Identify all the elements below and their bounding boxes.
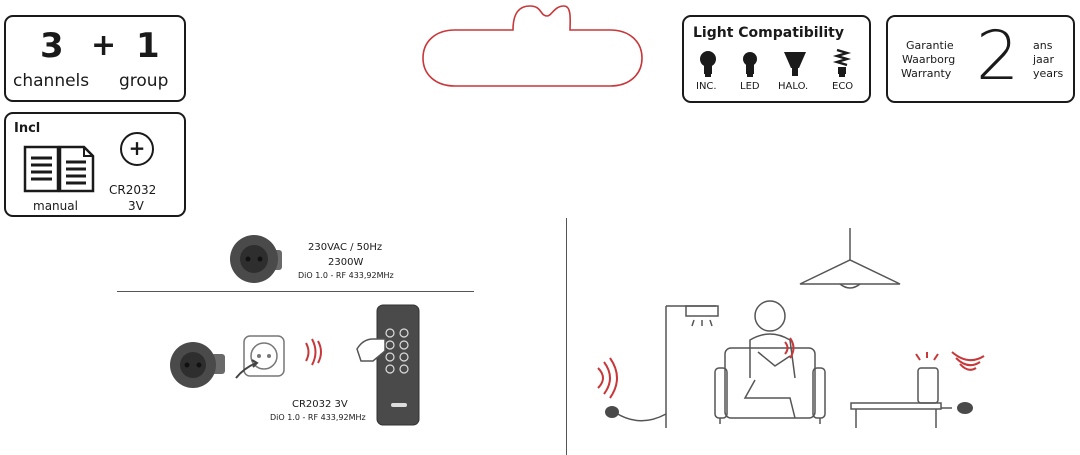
channels-count: 3 <box>40 26 64 66</box>
wall-socket-icon <box>235 335 285 379</box>
warranty-nl: Waarborg <box>902 53 956 66</box>
bulb-label-led: LED <box>740 81 760 92</box>
remote-protocol-spec: DiO 1.0 - RF 433,92MHz <box>270 413 366 422</box>
battery-label-line1: CR2032 <box>109 183 157 197</box>
remote-control-image <box>356 304 420 426</box>
warranty-box: Garantie Waarborg Warranty 2 ans jaar ye… <box>886 15 1075 103</box>
incandescent-bulb-icon <box>700 51 716 77</box>
manual-book-icon <box>23 145 95 193</box>
battery-plus-symbol: + <box>128 136 146 160</box>
warranty-fr: Garantie <box>906 39 954 52</box>
plus-sign: + <box>91 28 117 63</box>
plug-power-spec: 2300W <box>328 257 364 268</box>
bulb-label-inc: INC. <box>696 81 717 92</box>
incl-title: Incl <box>14 121 41 136</box>
manual-label: manual <box>33 199 78 213</box>
warranty-ans: ans <box>1033 39 1053 52</box>
cloud-outline-decoration <box>422 5 643 87</box>
warranty-years: years <box>1033 67 1064 80</box>
smart-plug-image <box>230 235 282 283</box>
warranty-jaar: jaar <box>1033 53 1055 66</box>
bulb-label-halo: HALO. <box>778 81 809 92</box>
eco-bulb-icon <box>832 48 852 77</box>
halogen-bulb-icon <box>784 52 806 76</box>
warranty-years-number: 2 <box>976 17 1020 96</box>
channels-group-box: 3 + 1 channels group <box>4 15 186 102</box>
plug-protocol-spec: DiO 1.0 - RF 433,92MHz <box>298 271 394 280</box>
smart-plug-small-image <box>170 342 225 388</box>
channels-label: channels <box>13 71 90 91</box>
warranty-en: Warranty <box>901 67 952 80</box>
included-items-box: Incl manual + CR2032 3V <box>4 112 186 217</box>
battery-icon: + <box>120 132 154 166</box>
vertical-divider <box>566 218 567 455</box>
light-compatibility-box: Light Compatibility INC. LED HALO. ECO <box>682 15 871 103</box>
living-room-illustration <box>597 228 985 428</box>
bulb-label-eco: ECO <box>832 81 854 92</box>
radio-wave-icon <box>305 338 322 366</box>
battery-label-line2: 3V <box>128 199 144 213</box>
compat-title: Light Compatibility <box>693 25 844 41</box>
led-bulb-icon <box>743 52 757 77</box>
group-label: group <box>119 71 169 91</box>
horizontal-divider <box>117 291 474 292</box>
group-count: 1 <box>136 26 160 66</box>
plug-voltage-spec: 230VAC / 50Hz <box>308 242 383 253</box>
remote-battery-spec: CR2032 3V <box>292 399 348 410</box>
